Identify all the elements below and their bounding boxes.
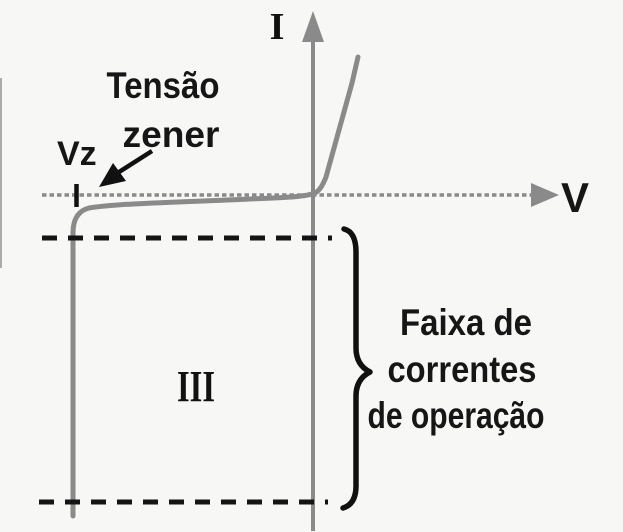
- voltage-axis-arrow-icon: [531, 183, 559, 207]
- operating-range-brace-icon: [340, 226, 373, 511]
- x-axis-label: V: [561, 174, 589, 221]
- current-axis-arrow-icon: [302, 11, 324, 42]
- zener-voltage-label-line2: zener: [123, 114, 220, 155]
- current-axis: [302, 11, 324, 531]
- scan-edge-artifact: [0, 78, 2, 268]
- operating-range-label-line1: Faixa de: [400, 302, 532, 343]
- quadrant-iii-label: III: [177, 362, 215, 411]
- zener-callout-arrow-icon: [99, 149, 154, 187]
- operating-range-label-line2: correntes: [388, 349, 537, 390]
- vz-label: Vz: [57, 135, 97, 173]
- operating-range-label-line3: de operação: [368, 395, 545, 436]
- voltage-axis: [42, 183, 559, 207]
- y-axis-label: I: [270, 6, 285, 48]
- diode-iv-curve: [70, 54, 361, 519]
- zener-voltage-label-line1: Tensão: [107, 65, 220, 106]
- operating-range-label: Faixa de correntes de operação: [368, 302, 545, 436]
